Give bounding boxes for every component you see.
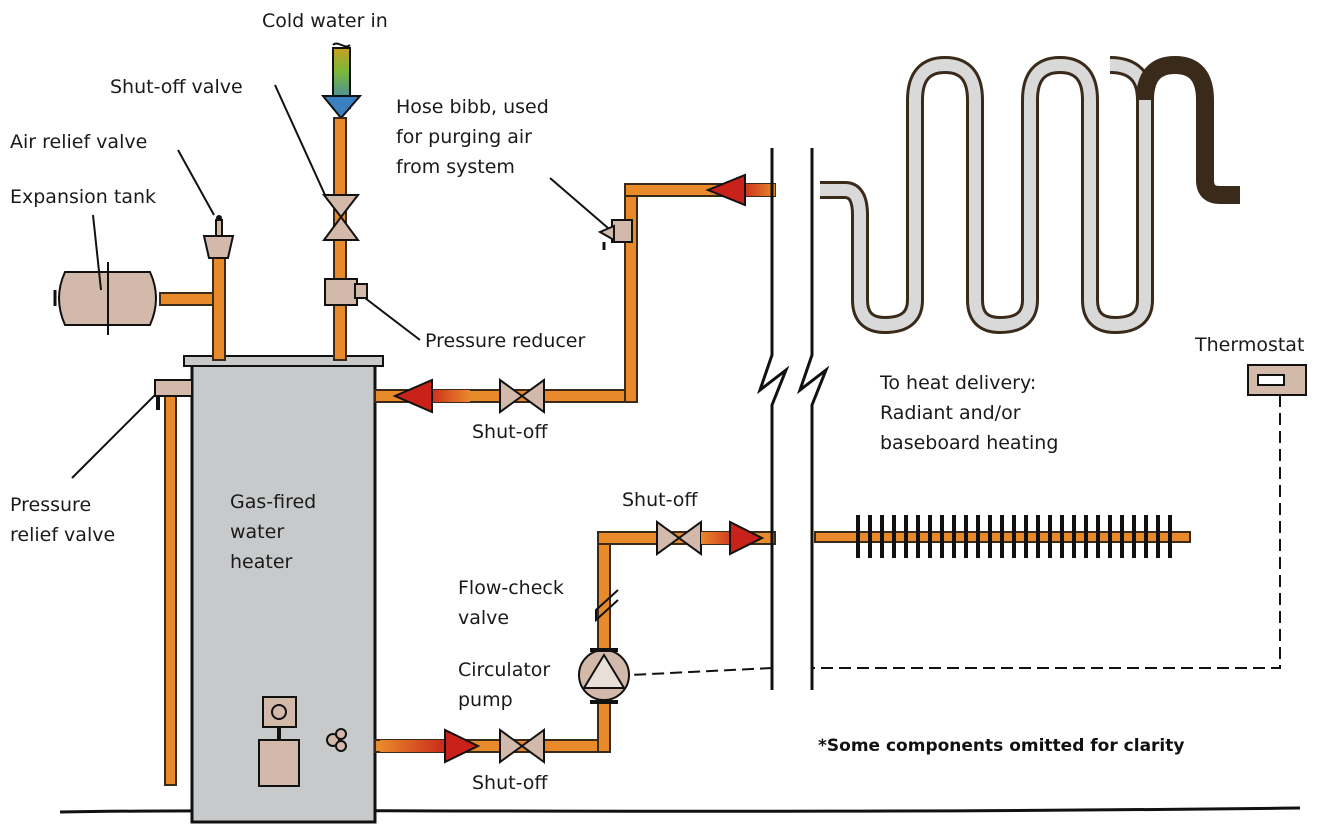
pressure-relief-valve [154, 379, 193, 786]
label-shutoff-mid: Shut-off [472, 421, 548, 443]
cold-water-inlet [320, 42, 363, 120]
label-circulator-pump: Circulator pump [458, 655, 550, 715]
break-lines [756, 148, 830, 690]
hose-bibb [597, 219, 633, 250]
pressure-reducer [324, 278, 368, 306]
hose-bibb-line-2: for purging air [396, 126, 532, 148]
water-heater-line-2: water [230, 521, 285, 543]
leader-lines [71, 84, 609, 479]
heat-delivery-line-1: To heat delivery: [880, 372, 1037, 394]
supply-flow-arrow-right [701, 520, 765, 556]
flow-check-line-2: valve [458, 607, 510, 629]
gas-control-valve [258, 696, 300, 787]
return-flow-arrow-top [705, 173, 775, 207]
control-wire [629, 395, 1281, 676]
label-pressure-reducer: Pressure reducer [425, 330, 586, 352]
hose-bibb-line-3: from system [396, 156, 515, 178]
baseboard-heater [814, 515, 1191, 558]
flow-check-valve [595, 589, 619, 623]
label-hose-bibb: Hose bibb, used for purging air from sys… [396, 92, 549, 182]
label-shutoff-valve-top: Shut-off valve [110, 76, 243, 98]
hose-bibb-line-1: Hose bibb, used [396, 96, 549, 118]
shutoff-valve-bottom [499, 728, 545, 764]
label-water-heater: Gas-fired water heater [230, 487, 316, 577]
label-shutoff-right: Shut-off [622, 489, 698, 511]
shutoff-valve-mid [499, 378, 545, 414]
label-flow-check-valve: Flow-check valve [458, 573, 564, 633]
heat-delivery-line-2: Radiant and/or [880, 402, 1021, 424]
circulator-line-2: pump [458, 689, 513, 711]
circulator-pump [578, 648, 630, 704]
circulator-line-1: Circulator [458, 659, 551, 681]
heat-delivery-line-3: baseboard heating [880, 432, 1059, 454]
label-cold-water-in: Cold water in [262, 10, 388, 32]
return-flow-arrow-mid [392, 378, 470, 414]
label-shutoff-bottom: Shut-off [472, 772, 548, 794]
expansion-tank [53, 262, 219, 335]
air-relief-valve [202, 215, 235, 361]
flow-check-line-1: Flow-check [458, 577, 564, 599]
footnote: *Some components omitted for clarity [818, 736, 1185, 756]
pressure-relief-line-1: Pressure [10, 494, 92, 516]
label-expansion-tank: Expansion tank [10, 186, 157, 208]
burner-knob-icon [326, 728, 347, 752]
water-heater-line-1: Gas-fired [230, 491, 317, 513]
shutoff-valve-right [656, 520, 702, 556]
pressure-relief-line-2: relief valve [10, 524, 116, 546]
label-air-relief-valve: Air relief valve [10, 131, 148, 153]
water-heater-line-3: heater [230, 551, 293, 573]
shutoff-valve-top [321, 194, 361, 241]
label-pressure-relief-valve: Pressure relief valve [10, 490, 115, 550]
thermostat [1247, 364, 1307, 396]
supply-flow-arrow-bottom [380, 728, 481, 764]
label-thermostat: Thermostat [1195, 334, 1305, 356]
floor-line [59, 806, 1301, 814]
supply-pipe [374, 531, 776, 753]
label-heat-delivery: To heat delivery: Radiant and/or baseboa… [880, 368, 1058, 458]
return-pipe [374, 183, 776, 403]
radiant-heating-loop [820, 56, 1154, 334]
